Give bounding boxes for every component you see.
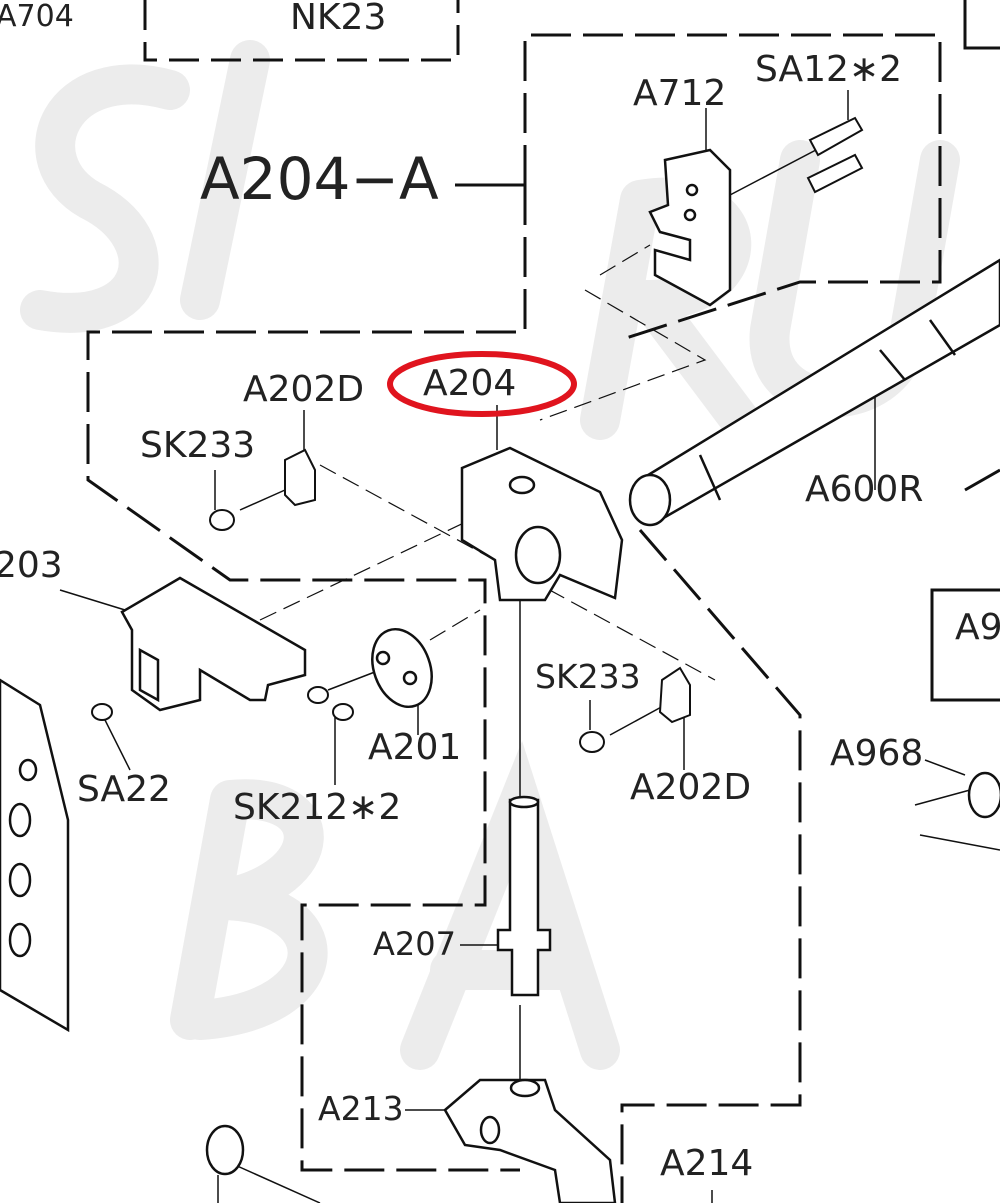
label-a704: A704 — [0, 0, 74, 34]
label-a201: A201 — [368, 727, 462, 768]
part-a203 — [120, 576, 307, 712]
part-a201 — [371, 627, 433, 709]
part-left-plate — [0, 678, 70, 1033]
label-a202d: A202D — [630, 767, 752, 808]
label-sk212x2: SK212∗2 — [233, 787, 402, 828]
label-a712: A712 — [633, 73, 727, 114]
label-a213: A213 — [318, 1089, 404, 1128]
part-a712 — [648, 148, 732, 307]
label-a203: 203 — [0, 545, 63, 586]
part-a204 — [460, 446, 624, 602]
label-nk23: NK23 — [290, 0, 387, 38]
part-screws-sa12 — [806, 116, 864, 194]
label-a214: A214 — [660, 1143, 754, 1184]
label-sa22: SA22 — [77, 769, 171, 810]
part-a600r-shaft — [628, 258, 1000, 527]
label-a207: A207 — [373, 925, 456, 963]
part-a207 — [496, 795, 552, 997]
label-sk233: SK233 — [140, 425, 256, 466]
label-sk233: SK233 — [535, 657, 641, 696]
highlight-ellipse-a204 — [387, 351, 577, 417]
part-washers — [205, 771, 1000, 1176]
part-a213 — [443, 1078, 617, 1203]
label-a202d: A202D — [243, 369, 365, 410]
label-sa12x2: SA12∗2 — [755, 49, 903, 90]
label-a204-a: A204−A — [200, 145, 439, 213]
label-a9: A9 — [955, 607, 1000, 648]
label-a968: A968 — [830, 733, 924, 774]
label-a600r: A600R — [805, 469, 924, 510]
label-a204: A204 — [423, 363, 517, 404]
part-screws-sk233 — [91, 509, 605, 753]
part-a202d — [284, 448, 691, 724]
